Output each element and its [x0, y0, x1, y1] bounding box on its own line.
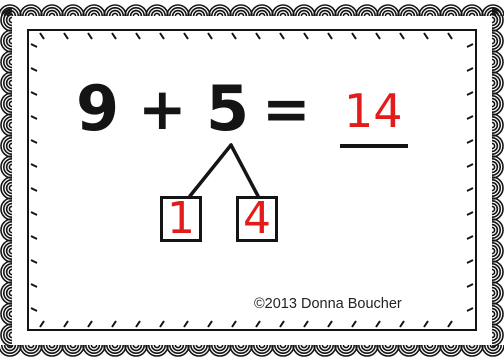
split-box-ones-value: 1	[160, 197, 202, 241]
bond-left-line	[190, 145, 231, 196]
bond-right-line	[231, 145, 258, 196]
copyright-text: ©2013 Donna Boucher	[254, 296, 402, 312]
split-box-fours-value: 4	[236, 197, 278, 241]
